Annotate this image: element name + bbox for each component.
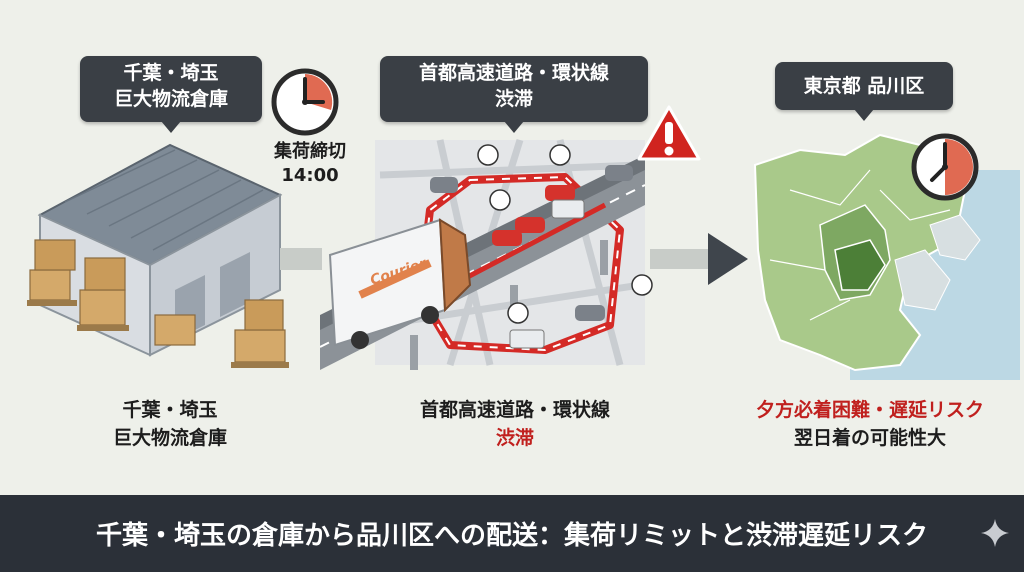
arrow-right-icon: [650, 233, 748, 285]
footer-title: 千葉・埼玉の倉庫から品川区への配送：集荷リミットと渋滞遅延リスク: [95, 521, 928, 551]
delay-risk-text: 夕方必着困難・遅延リスク: [755, 399, 984, 421]
angry-face-icons: [477, 144, 653, 324]
destination-callout: 東京都 品川区: [775, 62, 953, 121]
sparkle-icon: [981, 519, 1009, 547]
warehouse-caption: 千葉・埼玉 巨大物流倉庫: [80, 396, 260, 452]
next-day-text: 翌日着の可能性大: [793, 427, 946, 449]
warehouse-caption-line1: 千葉・埼玉: [122, 399, 218, 421]
traffic-map: Courier: [320, 138, 653, 370]
destination-clock-icon: [911, 133, 979, 201]
expressway-caption-line2: 渋滞: [495, 427, 534, 449]
warehouse-caption-line2: 巨大物流倉庫: [112, 427, 227, 449]
warning-icon: [637, 105, 701, 161]
connector-left: [280, 248, 322, 270]
expressway-callout-line1: 首都高速道路・環状線: [418, 62, 609, 84]
cutoff-time: 14:00: [281, 165, 339, 186]
expressway-callout-line2: 渋滞: [494, 88, 533, 110]
destination-caption: 夕方必着困難・遅延リスク 翌日着の可能性大: [735, 396, 1005, 452]
destination-callout-text: 東京都 品川区: [803, 75, 925, 97]
footer-banner: 千葉・埼玉の倉庫から品川区への配送：集荷リミットと渋滞遅延リスク: [0, 495, 1024, 572]
cutoff-label: 集荷締切 14:00: [255, 140, 365, 188]
expressway-caption: 首都高速道路・環状線 渋滞: [385, 396, 645, 452]
cutoff-label-text: 集荷締切: [274, 141, 346, 162]
warehouse-callout: 千葉・埼玉 巨大物流倉庫: [80, 56, 262, 133]
warehouse-callout-line2: 巨大物流倉庫: [113, 88, 228, 110]
shinagawa-map: [753, 133, 1020, 380]
warehouse-illustration: [27, 143, 289, 368]
expressway-caption-line1: 首都高速道路・環状線: [419, 399, 610, 421]
warehouse-clock-icon: [271, 68, 339, 136]
expressway-callout: 首都高速道路・環状線 渋滞: [380, 56, 648, 133]
warehouse-callout-line1: 千葉・埼玉: [123, 62, 219, 84]
